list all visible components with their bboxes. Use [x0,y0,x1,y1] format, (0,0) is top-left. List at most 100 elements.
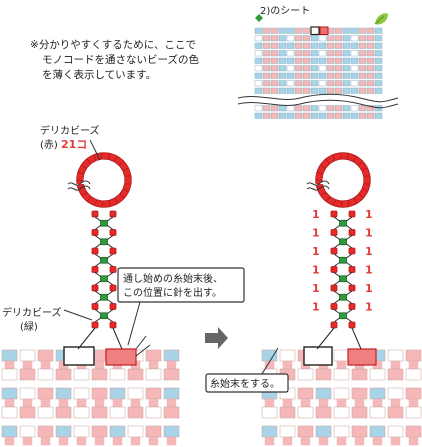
sheet-bead [318,112,327,119]
sheet-bead [326,65,335,72]
green-chain-bead [339,275,347,283]
sheet-bead [318,87,327,94]
sheet-bead [351,406,368,419]
sheet-bead [315,368,332,381]
sheet-bead [1,387,18,400]
red-chain-bead [91,284,99,292]
sheet-bead [262,42,271,49]
sheet-bead-vertical [408,360,419,370]
sheet-bead [326,87,335,94]
red-chain-bead [348,210,356,218]
sheet-bead [294,72,303,79]
sheet-bead [294,50,303,57]
sheet-bead [334,27,343,34]
sheet-bead [278,105,287,112]
sheet-bead [350,112,359,119]
chain-thread [333,290,353,304]
sheet-bead [254,35,263,42]
red-chain-bead [348,321,356,329]
sheet-bead [262,27,271,34]
sheet-bead [163,349,180,362]
sheet-bead [387,349,404,362]
sheet-bead [334,50,343,57]
red-bead-leader-line [89,139,101,161]
note-line-1: 分かりやすくするために、ここで [39,39,196,51]
sheet-bead [315,425,332,438]
sheet-bead-vertical [390,436,401,446]
red-chain-bead [330,321,338,329]
sheet-bead [387,425,404,438]
sheet-bead [333,406,350,419]
sheet-label: 2)のシート [260,6,310,17]
sheet-bead [73,368,90,381]
sheet-bead-vertical [148,436,159,446]
sheet-bead-vertical [354,398,365,408]
right-arrow-icon [205,327,228,349]
red-chain-bead [330,210,338,218]
break-line-bottom [237,99,399,109]
sheet-bead-vertical [318,398,329,408]
sheet-highlight-red [319,26,329,35]
sheet-bead-vertical [112,436,123,446]
sheet-bead [310,50,319,57]
sheet-bead [387,406,404,419]
finish-callout: 糸始末をする。 [205,347,289,393]
sheet-bead [350,105,359,112]
sheet-bead [374,35,383,42]
sheet-bead [286,105,295,112]
red-chain-bead [109,266,117,273]
note-line-2: モノコードを通さないビーズの色 [42,53,199,66]
step-number-right: 1 [365,208,373,221]
sheet-bead [163,406,180,419]
sheet-bead-vertical [264,398,275,408]
sheet-bead [374,42,383,49]
sheet-bead [350,87,359,94]
chain-thread [333,216,353,230]
step-number-right: 1 [365,301,373,314]
green-chain-bead [339,219,347,227]
red-chain-bead [91,321,99,329]
sheet-bead [55,387,72,400]
sheet-bead [262,65,271,72]
sheet-bead [1,349,18,362]
sheet-bead-vertical [390,398,401,408]
sheet-bead [318,105,327,112]
left-loop [67,152,132,208]
sheet-bead [254,57,263,64]
sheet-bead [254,105,263,112]
sheet-bead [302,80,311,87]
sheet-bead [405,425,422,438]
chain-leg-thread [316,327,362,350]
explanatory-note: ※分かりやすくするために、ここで モノコードを通さないビーズの色 を薄く表示して… [30,39,199,81]
sheet-bead [326,80,335,87]
red-chain-bead [91,303,99,310]
sheet-bead [302,105,311,112]
start-bead-red [347,348,377,366]
sheet-bead [366,65,375,72]
sheet-bead-vertical [282,360,293,370]
svg-text:(赤) 21コ: (赤) 21コ [40,138,87,151]
sheet-bead [326,35,335,42]
sheet-bead [297,406,314,419]
sheet-bead [358,50,367,57]
sheet-bead [1,425,18,438]
sheet-bead [270,87,279,94]
step-number-left: 1 [312,301,320,314]
sheet-bead [279,406,296,419]
sheet-bead [297,387,314,400]
sheet-bead [358,80,367,87]
sheet-bead [334,57,343,64]
sheet-bead [366,112,375,119]
sheet-bead [366,50,375,57]
sheet-bead [342,72,351,79]
start-bead-white [303,346,333,366]
sheet-bead [37,349,54,362]
sheet-bead [19,368,36,381]
sheet-bead [19,349,36,362]
sheet-bead [366,72,375,79]
sheet-bead [350,65,359,72]
sheet-bead [334,42,343,49]
red-chain-bead [109,229,117,236]
sheet-bead [310,57,319,64]
sheet-bead [145,425,162,438]
